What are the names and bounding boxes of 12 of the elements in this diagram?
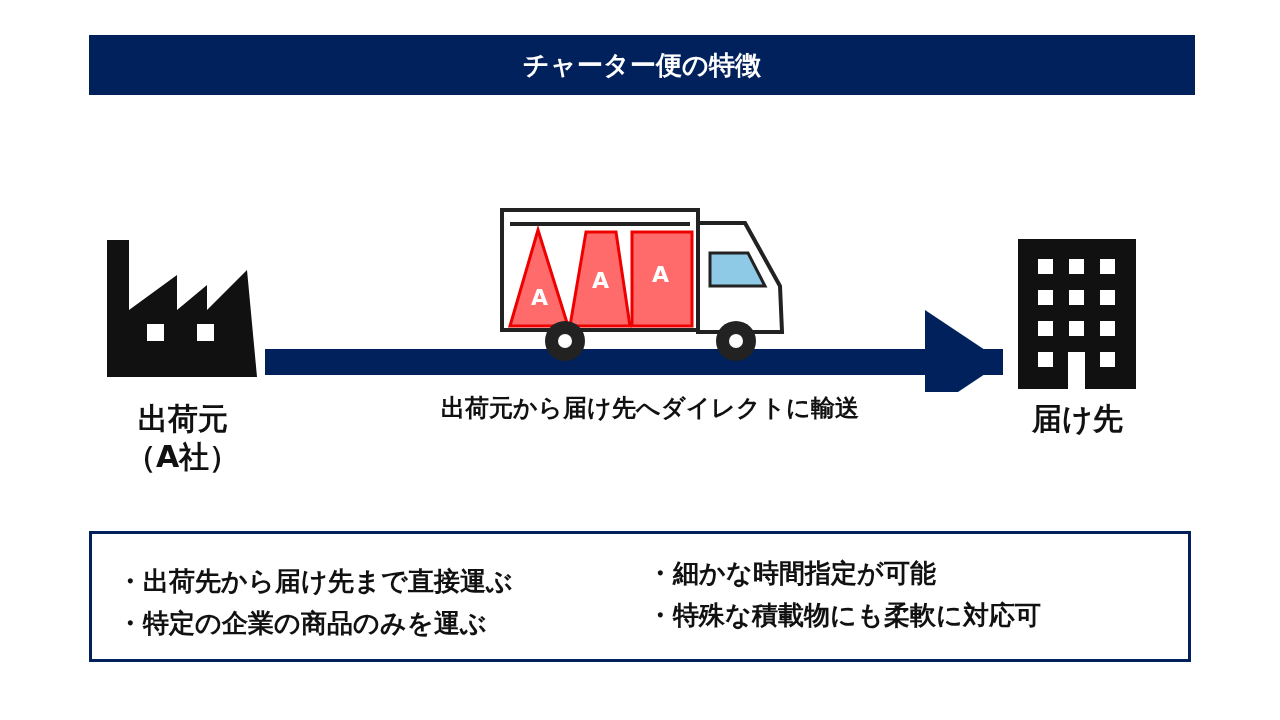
bullet-text: ・特定の企業の商品のみを運ぶ: [117, 607, 487, 640]
bullet-text: ・特殊な積載物にも柔軟に対応可: [647, 599, 1041, 632]
cargo-label: A: [652, 262, 670, 287]
node-label: 出荷元: [136, 400, 229, 438]
feature-box: [89, 531, 1191, 662]
title-banner: チャーター便の特徴: [89, 35, 1195, 95]
cargo-label: A: [592, 268, 610, 293]
cargo-label: A: [531, 285, 549, 310]
bullet-text: ・細かな時間指定が可能: [647, 557, 936, 590]
node-label: 届け先: [1031, 400, 1124, 438]
bullet-text: ・出荷先から届け先まで直接運ぶ: [117, 565, 513, 598]
node-label: （A社）: [124, 438, 241, 476]
